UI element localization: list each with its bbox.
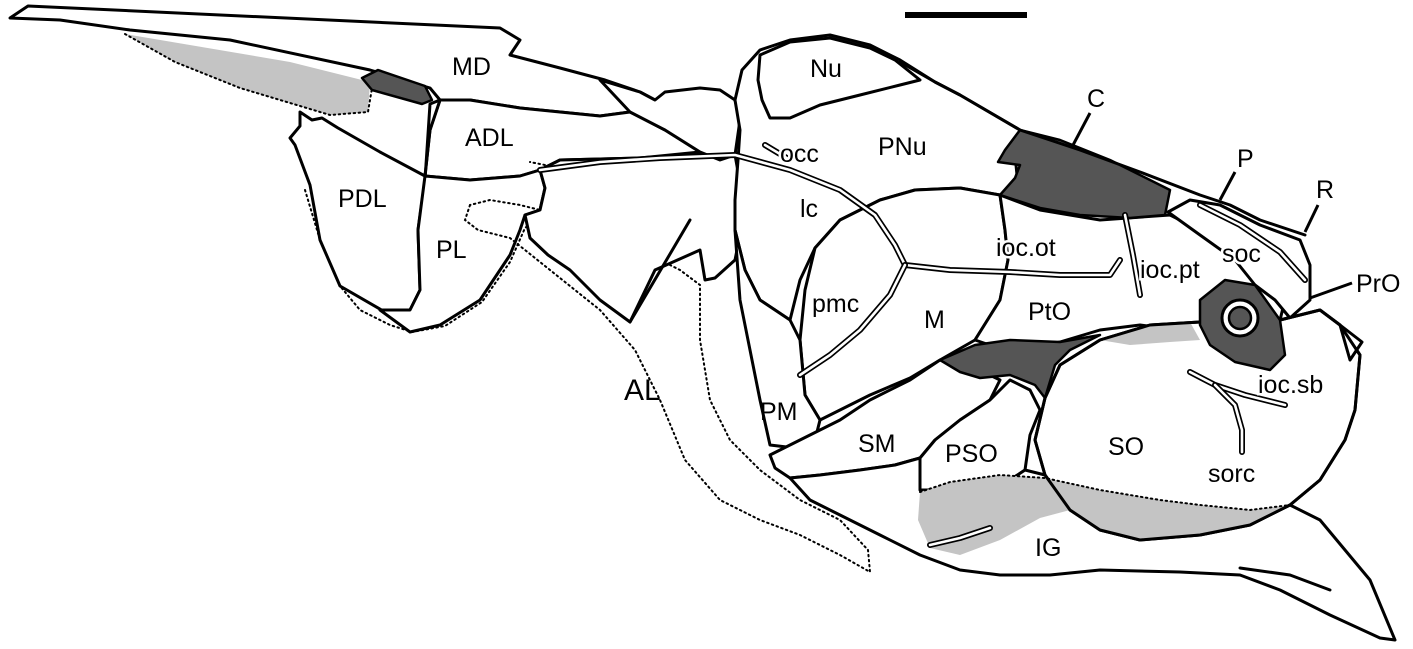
- nu-plate: [756, 36, 922, 120]
- label-pmc: pmc: [812, 290, 859, 318]
- leader-pro: [1309, 281, 1353, 300]
- label-occ: occ: [780, 140, 819, 168]
- label-p: P: [1237, 145, 1254, 173]
- orbit-eye: [1227, 305, 1253, 331]
- label-al: AL: [624, 374, 661, 407]
- label-sorc: sorc: [1208, 460, 1255, 488]
- label-pdl: PDL: [338, 185, 387, 213]
- so-boundary: [1033, 308, 1362, 542]
- label-nu: Nu: [810, 55, 842, 83]
- label-soc: soc: [1222, 240, 1261, 268]
- md-dark-patch: [360, 68, 434, 106]
- label-r: R: [1316, 176, 1334, 204]
- so-grey-upper: [1100, 322, 1200, 345]
- soc-plate: [1166, 198, 1312, 320]
- label-sm: SM: [858, 430, 896, 458]
- label-m: M: [924, 306, 945, 334]
- ig-inner-line: [1238, 566, 1332, 592]
- middle-dark-patch: [938, 333, 1102, 400]
- label-md: MD: [452, 53, 491, 81]
- label-pm: PM: [760, 398, 798, 426]
- leader-r: [1303, 204, 1320, 233]
- label-so: SO: [1108, 433, 1144, 461]
- pl-plate: [378, 168, 547, 334]
- sensory-canals: [537, 142, 1308, 548]
- skull-roof-edge: [898, 60, 1307, 237]
- label-pto: PtO: [1028, 298, 1071, 326]
- leader-p: [1218, 171, 1237, 201]
- label-pnu: PNu: [878, 133, 927, 161]
- labels: MD ADL PDL PL AL Nu PNu occ lc pmc M PM …: [338, 53, 1400, 562]
- md-grey-border: [124, 33, 373, 117]
- leader-c: [1070, 112, 1092, 148]
- lateral-mid-plate: [523, 150, 747, 324]
- label-ig: IG: [1035, 534, 1061, 562]
- label-pro: PrO: [1356, 270, 1400, 298]
- md-grey-area: [125, 34, 370, 115]
- label-lc: lc: [800, 195, 818, 223]
- label-ioc-ot: ioc.ot: [996, 234, 1056, 262]
- label-ioc-sb: ioc.sb: [1258, 371, 1323, 399]
- label-pso: PSO: [945, 440, 998, 468]
- label-c: C: [1087, 85, 1105, 113]
- label-adl: ADL: [465, 124, 514, 152]
- label-ioc-pt: ioc.pt: [1140, 256, 1200, 284]
- label-pl: PL: [436, 236, 467, 264]
- lateral-mid-divider: [628, 218, 692, 324]
